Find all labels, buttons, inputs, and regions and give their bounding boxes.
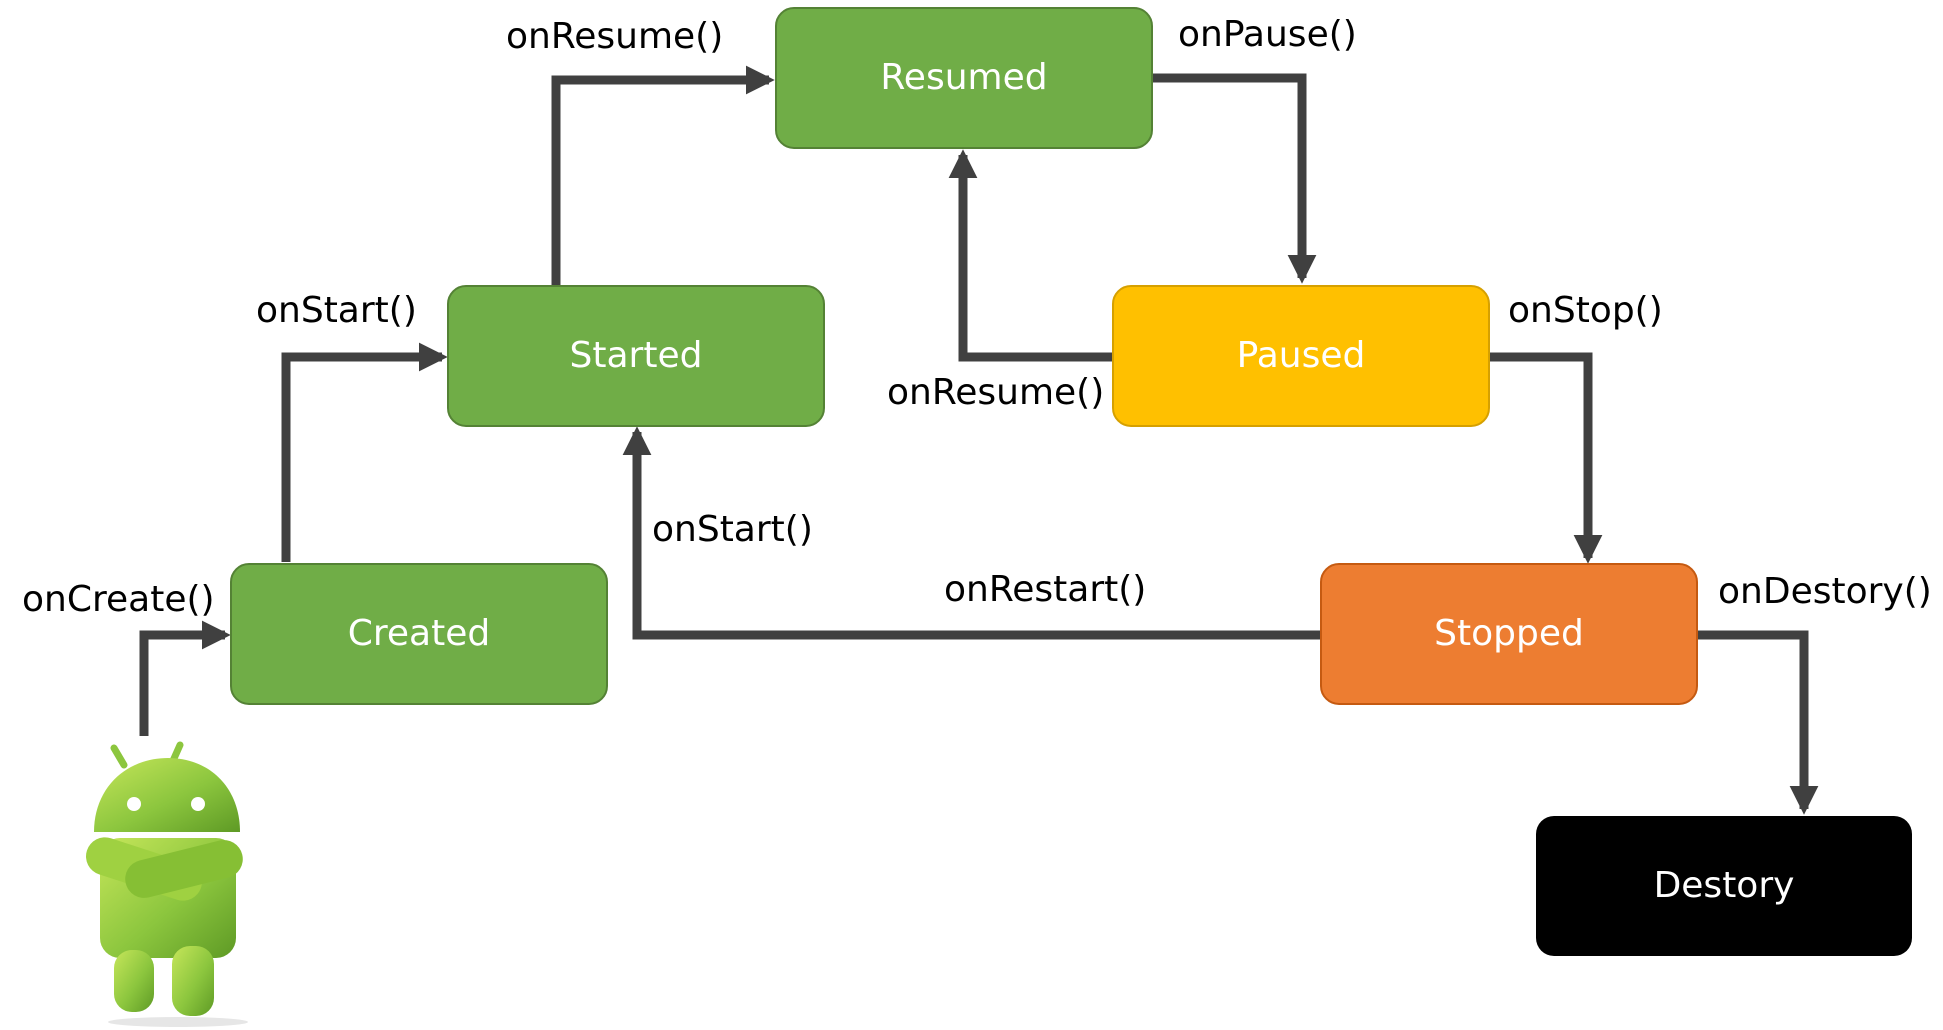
state-paused-label: Paused bbox=[1237, 335, 1366, 376]
label-on-restart: onRestart() bbox=[944, 569, 1146, 610]
state-paused: Paused bbox=[1112, 285, 1490, 427]
state-stopped-label: Stopped bbox=[1434, 613, 1584, 654]
android-robot-icon bbox=[86, 741, 248, 1027]
label-on-create: onCreate() bbox=[22, 579, 215, 620]
state-created-box bbox=[230, 563, 608, 705]
label-on-pause: onPause() bbox=[1178, 14, 1357, 55]
state-started-box bbox=[447, 285, 825, 427]
state-created-label: Created bbox=[348, 613, 490, 654]
arrow-paused-to-resumed bbox=[948, 149, 1113, 362]
label-on-start-top: onStart() bbox=[256, 290, 417, 331]
label-on-stop: onStop() bbox=[1508, 290, 1663, 331]
label-on-resume-top: onResume() bbox=[506, 16, 723, 57]
label-on-resume-back: onResume() bbox=[887, 372, 1104, 413]
state-destroy-label: Destory bbox=[1654, 865, 1795, 906]
arrow-stopped-to-started bbox=[622, 426, 1321, 640]
arrow-resumed-to-paused bbox=[1151, 73, 1317, 284]
label-on-start-back: onStart() bbox=[652, 509, 813, 550]
state-stopped: Stopped bbox=[1320, 563, 1698, 705]
label-on-destroy: onDestory() bbox=[1718, 571, 1932, 612]
arrow-stopped-to-destroy bbox=[1697, 630, 1819, 815]
state-created: Created bbox=[230, 563, 608, 705]
state-destroy-box bbox=[1536, 816, 1912, 956]
state-started: Started bbox=[447, 285, 825, 427]
state-paused-box bbox=[1112, 285, 1490, 427]
arrow-created-to-started bbox=[281, 342, 448, 562]
arrow-paused-to-stopped bbox=[1488, 352, 1603, 564]
arrow-started-to-resumed bbox=[551, 65, 775, 290]
state-resumed-label: Resumed bbox=[880, 57, 1047, 98]
arrow-create-to-created bbox=[139, 620, 231, 736]
state-resumed-box bbox=[775, 7, 1153, 149]
state-resumed: Resumed bbox=[775, 7, 1153, 149]
state-started-label: Started bbox=[570, 335, 703, 376]
state-stopped-box bbox=[1320, 563, 1698, 705]
state-destroy: Destory bbox=[1536, 816, 1912, 956]
